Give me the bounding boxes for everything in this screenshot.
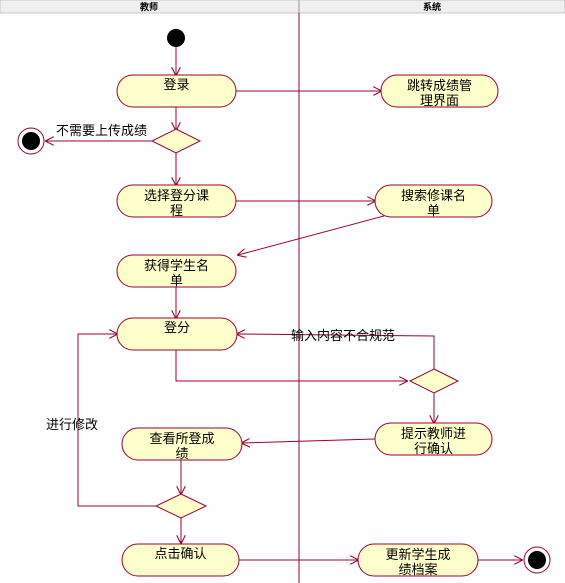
decision-validate — [408, 368, 460, 394]
activity-grade: 登分 — [116, 317, 238, 351]
swimlane-header: 教师 系统 — [0, 0, 565, 14]
edges — [46, 46, 522, 560]
activity-label: 更新学生成 — [385, 547, 450, 563]
label-invalid-input: 输入内容不合规范 — [291, 328, 395, 344]
edge-decision3-grade — [77, 334, 156, 507]
decision-confirm — [154, 493, 208, 519]
edge-grade-decision2 — [175, 350, 407, 381]
activity-label: 搜索修课名 — [401, 188, 466, 204]
label-modify: 进行修改 — [46, 418, 98, 433]
activity-label: 单 — [427, 204, 440, 219]
label-no-upload: 不需要上传成绩 — [56, 124, 147, 139]
activity-label: 登录 — [163, 78, 189, 93]
activity-label: 提示教师进 — [401, 426, 466, 442]
activity-login: 登录 — [116, 74, 237, 108]
activity-label: 单 — [170, 274, 183, 289]
activity-click-confirm: 点击确认 — [121, 543, 240, 577]
activity-label: 选择登分课 — [144, 189, 209, 204]
lane-system-title: 系统 — [423, 1, 441, 13]
activity-label: 程 — [170, 204, 183, 219]
activity-label: 跳转成绩管 — [407, 79, 472, 94]
start-node — [167, 29, 185, 47]
end-node-right — [523, 546, 551, 574]
activity-label: 点击确认 — [154, 547, 206, 562]
activity-label: 登分 — [164, 321, 190, 336]
end-node-left — [17, 127, 45, 155]
activity-label: 绩档案 — [398, 563, 437, 578]
activity-label: 理界面 — [420, 94, 459, 109]
activity-label: 绩 — [175, 447, 188, 462]
activity-label: 获得学生名 — [144, 258, 209, 274]
edge-search-getlist — [238, 215, 385, 255]
lane-teacher-title: 教师 — [139, 1, 158, 13]
edge-prompt-view — [242, 439, 376, 443]
edge-decision2-grade — [237, 334, 435, 369]
activity-label: 行确认 — [414, 442, 453, 457]
decision-upload — [150, 128, 202, 154]
activity-label: 查看所登成 — [149, 431, 214, 447]
